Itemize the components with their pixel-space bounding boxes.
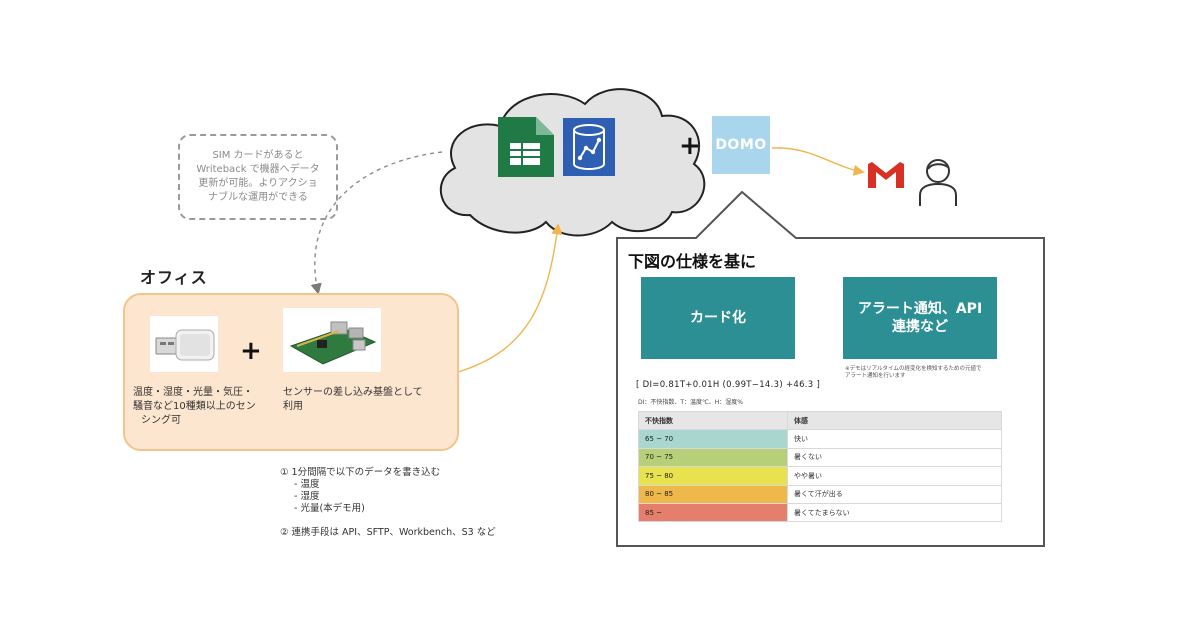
di-range-cell: 75 ~ 80 [638,466,788,486]
table-header-row: 不快指数 体感 [638,410,1002,431]
step-1: ① 1分間隔で以下のデータを書き込む [280,467,441,478]
di-feeling-cell: やや暑い [787,466,1002,486]
di-legend: DI：不快指数、T：温度℃、H：湿度% [638,399,744,406]
small-note-line-2: アラート通知を行います [845,373,906,379]
usb-caption-line-1: 温度・湿度・光量・気圧・ [133,387,253,398]
usb-caption: 温度・湿度・光量・気圧・ 騒音など10種類以上のセン シング可 [133,386,256,428]
di-range-cell: 70 ~ 75 [638,447,788,468]
di-feeling-cell: 暑くない [787,447,1002,468]
sim-note-line-2: Writeback で機器へデータ [196,164,320,175]
usb-sensor-icon [155,329,215,361]
di-formula: [ DI=0.81T+0.01H (0.99T−14.3) +46.3 ] [636,380,821,390]
small-note-line-1: ※デモはリアルタイムの経変化を検知するための元値で [845,366,982,372]
di-feeling-cell: 暑くて汗が出る [787,484,1002,504]
database-chart-icon [563,118,615,176]
alert-label-line-2: 連携など [892,319,948,335]
card-box: カード化 [641,277,795,359]
usb-caption-line-2: 騒音など10種類以上のセン [133,401,256,412]
sim-note-line-4: ナブルな運用ができる [208,192,308,203]
sim-note-line-1: SIM カードがあると [212,150,304,161]
step-1-item: - 温度 [294,479,320,490]
card-label: カード化 [690,310,746,326]
office-title: オフィス [140,268,208,287]
di-feeling-cell: 暑くてたまらない [787,502,1002,523]
alert-box: アラート通知、API 連携など [843,277,997,359]
step-1-item: - 湿度 [294,491,320,502]
gmail-icon [868,162,904,188]
callout-title: 下図の仕様を基に [628,252,757,271]
alert-small-note: ※デモはリアルタイムの経変化を検知するための元値で アラート通知を行います [845,366,1015,380]
notify-arrow [771,147,865,176]
di-range-cell: 80 ~ 85 [638,484,788,504]
writeback-arrow [310,151,443,295]
table-header-di: 不快指数 [638,410,788,431]
table-row: 85 ~暑くてたまらない [638,502,1002,523]
step-1-item: - 光量(本デモ用) [294,503,365,514]
di-range-cell: 85 ~ [638,502,788,523]
pi-caption-line-2: 利用 [283,401,303,412]
di-range-cell: 65 ~ 70 [638,429,788,449]
table-header-feeling: 体感 [787,410,1002,431]
step-2: ② 連携手段は API、SFTP、Workbench、S3 など [280,527,496,538]
alert-label-line-1: アラート通知、API [857,301,983,317]
di-feeling-cell: 快い [787,429,1002,449]
domo-logo: DOMO [712,116,770,174]
sim-note-line-3: 更新が可能。よりアクショ [198,178,318,189]
pi-caption-line-1: センサーの差し込み基盤として [283,387,423,398]
plus-sign-cloud: + [679,131,701,161]
google-sheets-icon [498,117,554,177]
steps-list: ① 1分間隔で以下のデータを書き込む - 温度 - 湿度 - 光量(本デモ用) … [280,467,496,539]
plus-sign-office: + [240,336,262,366]
user-icon [919,159,957,206]
raspberry-pi-image [283,308,381,372]
raspberry-pi-icon [289,321,377,365]
upload-arrow [457,223,563,373]
usb-sensor-image [150,316,218,372]
pi-caption: センサーの差し込み基盤として 利用 [283,386,423,414]
usb-caption-line-3: シング可 [141,415,181,426]
sim-note-box: SIM カードがあると Writeback で機器へデータ 更新が可能。よりアク… [178,134,338,220]
